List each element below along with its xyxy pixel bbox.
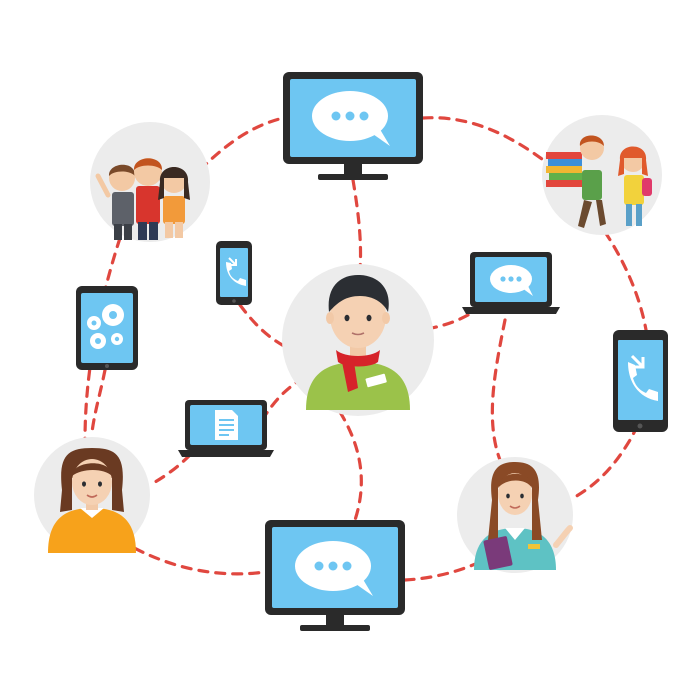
teacher-circle: [457, 457, 573, 573]
laptop-chat: [462, 252, 560, 314]
gears-icon: [87, 304, 124, 349]
link-tablet-girl: [90, 368, 107, 434]
link-laptopchat-teacher: [490, 318, 507, 462]
link-monitortop-kidsbooks: [421, 116, 548, 164]
link-laptopdoc-center: [260, 378, 302, 422]
link-groupkids-monitortop: [198, 116, 285, 172]
monitor-top: [283, 72, 423, 180]
incoming-call-icon: [628, 354, 658, 401]
chat-bubble-icon: [295, 541, 373, 596]
girl-orange-circle: [34, 437, 150, 553]
document-icon: [215, 410, 238, 440]
link-center-monitorbottom: [338, 410, 363, 522]
group-friends-icon: [95, 158, 190, 240]
phone-small: [216, 241, 252, 305]
link-monitortop-center: [351, 178, 363, 272]
person-scarf-icon: [306, 274, 410, 410]
teacher-clipboard-icon: [474, 462, 573, 570]
kids-with-books-icon: [546, 135, 652, 228]
link-phonesmall-center: [238, 303, 294, 352]
incoming-call-icon: [226, 257, 246, 286]
link-laptopchat-center: [430, 313, 470, 330]
phone-right: [613, 330, 668, 432]
link-monitorbottom-teacher: [403, 554, 494, 582]
kids-books-circle: [542, 115, 662, 235]
group-kids-circle: [90, 122, 210, 242]
monitor-bottom: [265, 520, 405, 631]
girl-orange-sweater-icon: [48, 448, 136, 553]
chat-bubble-icon: [312, 91, 390, 146]
center-avatar: [282, 264, 434, 416]
laptop-doc: [178, 400, 274, 457]
link-laptopdoc-girl: [148, 453, 192, 487]
link-girl-monitorbottom: [118, 538, 267, 576]
chat-bubble-icon: [490, 265, 533, 296]
tablet-gears: [76, 286, 138, 370]
